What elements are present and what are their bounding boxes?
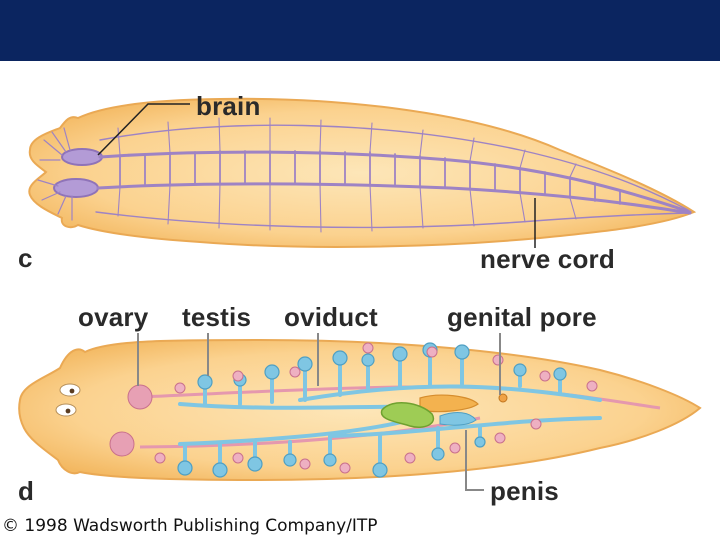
copyright-notice: © 1998 Wadsworth Publishing Company/ITP [2,516,378,536]
label-genital-pore: genital pore [447,303,597,331]
label-nerve-cord: nerve cord [480,245,615,273]
label-brain: brain [196,92,261,120]
brain-lobe-upper [62,149,102,165]
planarian-body-nervous [29,99,694,247]
label-penis: penis [490,477,559,505]
panel-letter-d: d [18,477,34,505]
label-ovary: ovary [78,303,148,331]
planarian-body-reproductive [19,340,700,480]
brain-lobe-lower [54,179,98,197]
label-oviduct: oviduct [284,303,378,331]
label-testis: testis [182,303,251,331]
panel-letter-c: c [18,244,32,272]
genital-pore-opening [499,394,507,402]
